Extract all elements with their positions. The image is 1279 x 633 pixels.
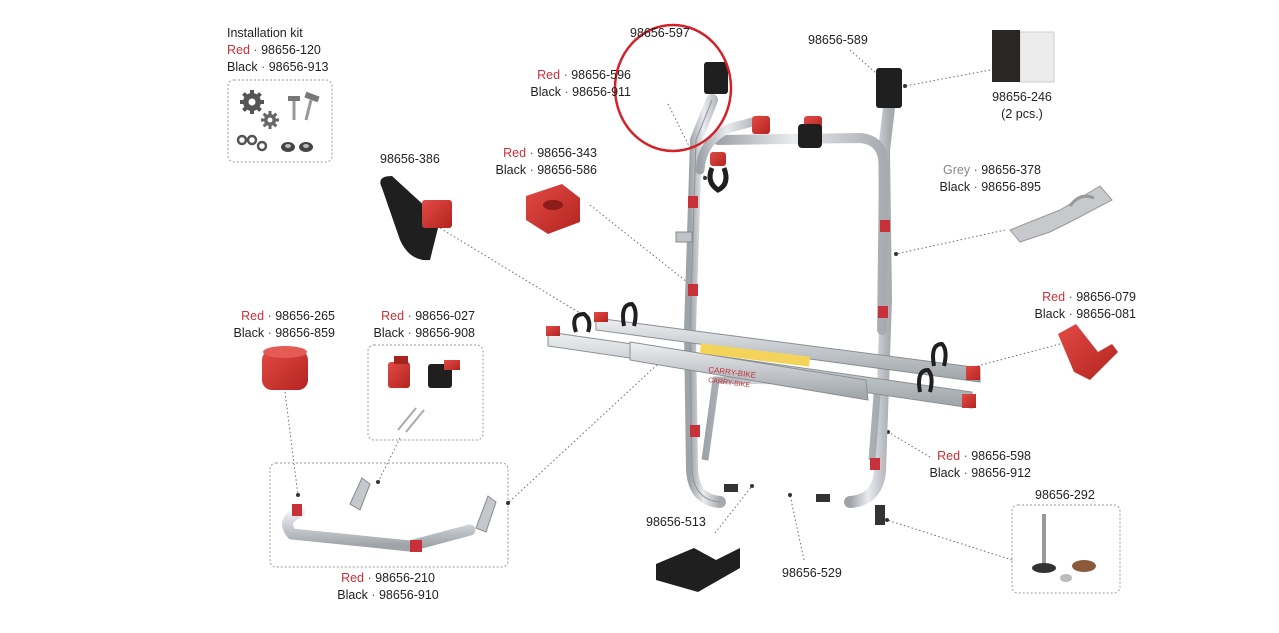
label-343: Red · 98656-343 Black · 98656-586 [495,146,598,177]
label-386: 98656-386 [380,152,440,166]
label-596: Red · 98656-596 Black · 98656-911 [530,68,631,99]
part-027-adapters [388,356,460,433]
kit-title: Installation kit [227,26,303,40]
label-513: 98656-513 [646,515,706,529]
label-210: Red · 98656-210 Black · 98656-910 [337,571,439,602]
gear-icon [261,111,279,129]
label-246: 98656-246 (2 pcs.) [992,90,1052,121]
gear-icon [240,90,264,114]
label-598: Red · 98656-598 Black · 98656-912 [929,449,1032,480]
part-292-foot [1032,514,1096,582]
part-210-box [269,462,509,568]
part-246-pads [992,30,1055,83]
label-597: 98656-597 [630,26,690,40]
part-210-bracket [282,477,497,552]
part-386-strap [380,176,452,261]
label-589: 98656-589 [808,33,868,47]
kit-red-line: Red · 98656-120 [227,43,321,57]
part-079-holder [1058,324,1118,380]
highlight-circle [613,23,733,153]
installation-kit-box [227,79,333,163]
label-378: Grey · 98656-378 Black · 98656-895 [939,163,1042,194]
carrier-frame [675,62,902,525]
label-027: Red · 98656-027 Black · 98656-908 [373,309,476,340]
label-installation-kit: Installation kit Red · 98656-120 Black ·… [227,25,329,76]
part-boxes [227,79,1121,594]
part-378-clamp [1009,185,1113,243]
part-513-holder [656,548,740,592]
part-292-box [1011,504,1121,594]
label-265: Red · 98656-265 Black · 98656-859 [233,309,336,340]
kit-black-line: Black · 98656-913 [227,60,329,74]
part-265-cap [262,346,308,390]
part-027-box [367,344,484,441]
part-343-block [526,184,580,234]
leader-lines [284,49,1061,561]
washer-icon [281,142,313,152]
chain-icon [236,134,268,152]
label-529: 98656-529 [782,566,842,580]
screw-icon [288,91,320,121]
label-079: Red · 98656-079 Black · 98656-081 [1034,290,1137,321]
rails: CARRY-BIKE CARRY-BIKE [546,301,981,409]
installation-kit-parts [236,90,320,152]
label-292: 98656-292 [1035,488,1095,502]
